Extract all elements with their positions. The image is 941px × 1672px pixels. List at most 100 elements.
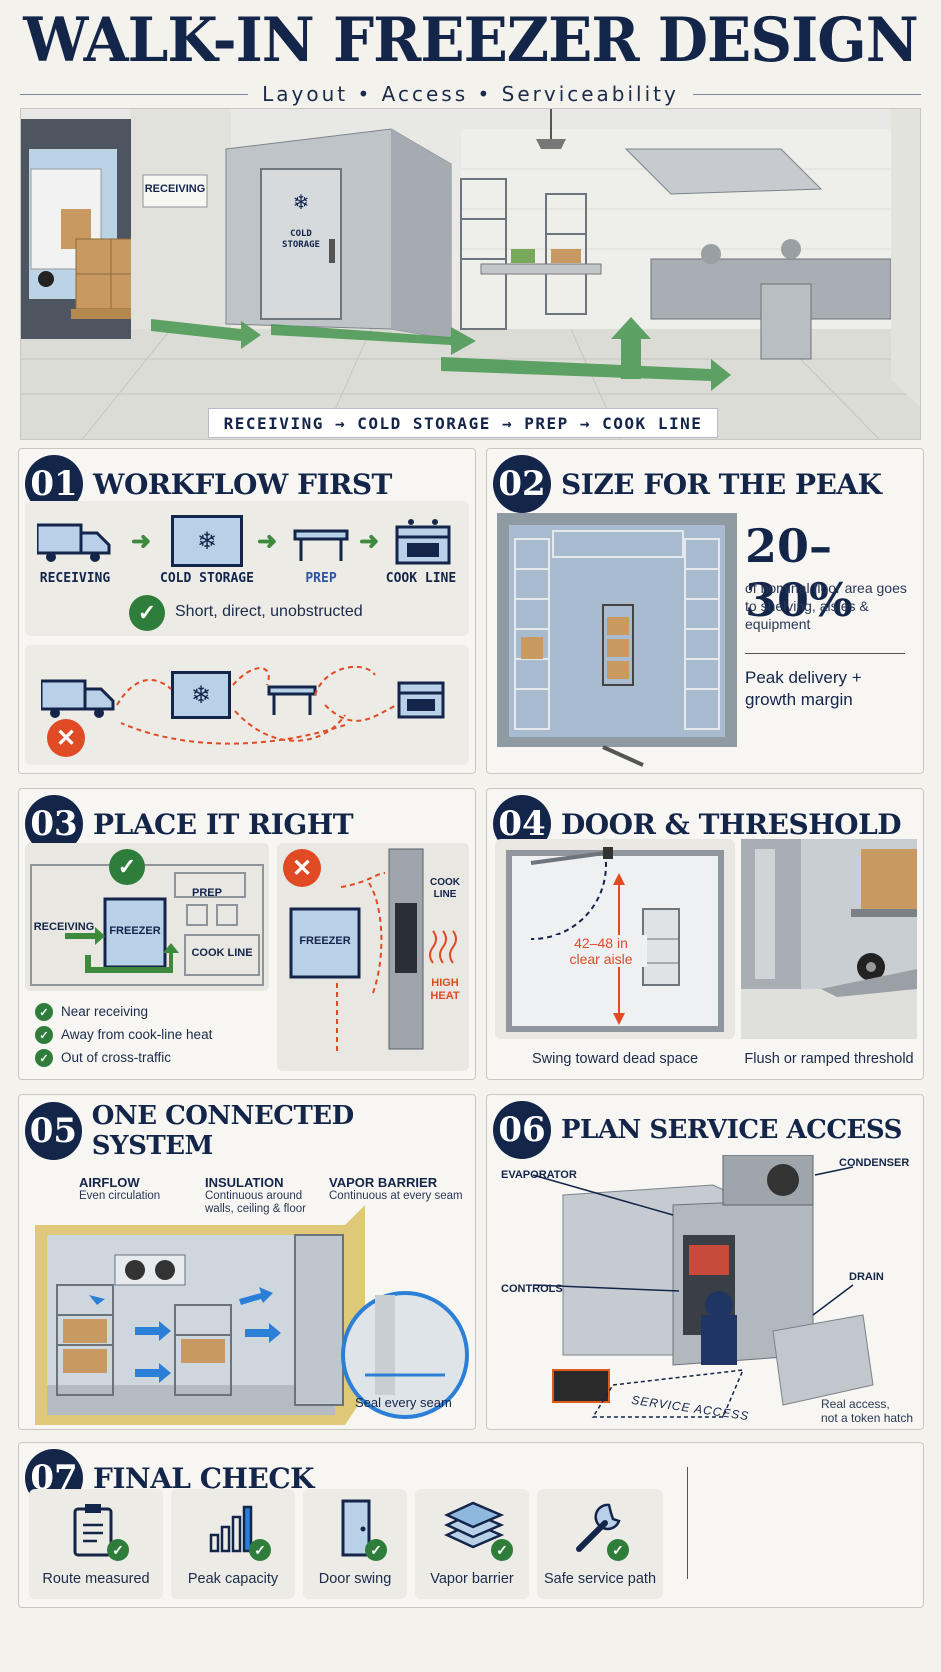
section-header: 02 SIZE FOR THE PEAK [493, 455, 882, 513]
label-cook-line: COOK LINE [191, 947, 253, 959]
label-cook: COOK [430, 877, 460, 888]
section-final-check: 07 FINAL CHECK ✓ Route measured ✓ Peak c… [18, 1442, 924, 1608]
stove-icon [395, 519, 451, 565]
service-access-illustration [532, 1155, 874, 1418]
svg-text:❄: ❄ [293, 190, 310, 214]
check-item-label: Peak capacity [187, 1571, 279, 1587]
check-item-door: ✓ Door swing [303, 1489, 407, 1599]
check-icon: ✓ [365, 1539, 387, 1561]
section-header: 01 WORKFLOW FIRST [25, 455, 392, 513]
condenser-label: CONDENSER [839, 1157, 910, 1169]
section-title: DOOR & THRESHOLD [561, 807, 902, 841]
bad-placement-plan: ✕ FREEZER COOK LINE HIGH HEAT [277, 843, 469, 1071]
seal-caption: Seal every seam [355, 1395, 452, 1410]
label-heat: HEAT [430, 990, 460, 1002]
check-item-label: Vapor barrier [430, 1571, 514, 1587]
receiving-sign: RECEIVING [144, 183, 206, 195]
check-icon: ✓ [107, 1539, 129, 1561]
section-service: 06 PLAN SERVICE ACCESS EVAPORATOR CONDEN… [486, 1094, 924, 1430]
service-note-2: not a token hatch [821, 1411, 914, 1425]
label-prep: PREP [192, 887, 222, 899]
section-title: PLACE IT RIGHT [93, 807, 354, 841]
tangled-route-arrows [116, 665, 398, 745]
section-title: ONE CONNECTED SYSTEM [91, 1101, 354, 1161]
section-title: PLAN SERVICE ACCESS [561, 1115, 902, 1145]
check-item-label: Door swing [318, 1571, 392, 1587]
workflow-banner: RECEIVING → COLD STORAGE → PREP → COOK L… [208, 408, 718, 438]
good-placement-plan: ✓ RECEIVING FREEZER PREP COOK LINE [25, 843, 269, 991]
vapor-barrier-description: Continuous at every seam [329, 1190, 463, 1202]
controls-label: CONTROLS [501, 1283, 563, 1295]
check-icon: ✓ [35, 1003, 53, 1021]
service-note-1: Real access, [821, 1397, 890, 1411]
bar-chart-icon [209, 1505, 253, 1553]
check-item-capacity: ✓ Peak capacity [171, 1489, 295, 1599]
section-workflow: 01 WORKFLOW FIRST ➜ ❄ ➜ ➜ RECEIVING COLD… [18, 448, 476, 774]
check-icon: ✓ [35, 1049, 53, 1067]
check-near-receiving: Near receiving [61, 1004, 149, 1019]
stove-icon [397, 681, 445, 719]
section-header: 06 PLAN SERVICE ACCESS [493, 1101, 902, 1159]
label-line: LINE [433, 889, 457, 900]
truck-icon [37, 523, 111, 562]
page-title: WALK-IN FREEZER DESIGN [23, 4, 919, 76]
check-icon: ✓ [249, 1539, 271, 1561]
caption-door-swing: Swing toward dead space [531, 1051, 699, 1067]
step-cook-line: COOK LINE [385, 571, 457, 586]
section-system: 05 ONE CONNECTED SYSTEM AIRFLOW Even cir… [18, 1094, 476, 1430]
drain-label: DRAIN [849, 1271, 884, 1283]
arrow-right-icon: ➜ [359, 528, 380, 555]
good-plan-drawing [30, 864, 264, 986]
stat-value: 20–30% [745, 519, 853, 627]
section-door: 04 DOOR & THRESHOLD 42–48 in clear aisle… [486, 788, 924, 1080]
kitchen-scene: ❄ [21, 109, 920, 439]
section-header: 05 ONE CONNECTED SYSTEM [25, 1101, 475, 1161]
hero-kitchen-illustration: ❄ RECEIVING COLD STORAGE [20, 108, 921, 440]
check-icon: ✓ [491, 1539, 513, 1561]
label-high: HIGH [431, 977, 459, 989]
good-workflow-caption: Short, direct, unobstructed [175, 603, 363, 620]
x-icon: ✕ [47, 719, 85, 757]
prep-table-icon [267, 685, 317, 715]
clipboard-icon [73, 1504, 113, 1557]
check-item-vapor: ✓ Vapor barrier [415, 1489, 529, 1599]
threshold-illustration [741, 839, 917, 1039]
page-subtitle: Layout • Access • Serviceability [262, 82, 679, 106]
layers-icon [444, 1501, 505, 1549]
check-away-heat: Away from cook-line heat [61, 1027, 213, 1042]
label-freezer: FREEZER [109, 925, 161, 937]
check-item-route: ✓ Route measured [29, 1489, 163, 1599]
x-icon: ✕ [283, 849, 321, 887]
label-freezer: FREEZER [299, 935, 351, 947]
section-number: 06 [493, 1101, 551, 1159]
insulation-description: Continuous around walls, ceiling & floor [205, 1190, 306, 1215]
door-icon [341, 1499, 371, 1557]
section-title: SIZE FOR THE PEAK [561, 467, 882, 501]
evaporator-label: EVAPORATOR [501, 1169, 577, 1181]
aisle-width: 42–48 in [555, 935, 647, 951]
check-icon: ✓ [607, 1539, 629, 1561]
check-item-label: Safe service path [543, 1571, 657, 1587]
step-receiving: RECEIVING [39, 571, 111, 586]
section-number: 05 [25, 1102, 82, 1160]
section-number: 02 [493, 455, 551, 513]
check-icon: ✓ [35, 1026, 53, 1044]
check-icon: ✓ [129, 595, 165, 631]
caption-threshold: Flush or ramped threshold [744, 1051, 914, 1067]
check-item-service: ✓ Safe service path [537, 1489, 663, 1599]
freezer-cutaway [35, 1205, 469, 1425]
prep-table-icon [293, 529, 349, 561]
freezer-door-label-2: STORAGE [282, 240, 320, 250]
divider [20, 93, 249, 95]
freezer-door-label-1: COLD [290, 229, 312, 239]
step-cold-storage: COLD STORAGE [160, 571, 254, 586]
subtitle-row: Layout • Access • Serviceability [20, 82, 922, 106]
check-item-label: Route measured [42, 1571, 150, 1587]
section-title: WORKFLOW FIRST [93, 467, 392, 501]
arrow-right-icon: ➜ [131, 528, 152, 555]
airflow-label: AIRFLOW [79, 1175, 140, 1190]
freezer-snowflake-icon: ❄ [171, 515, 243, 567]
freezer-floor-plan [497, 513, 737, 767]
peak-note: Peak delivery + growth margin [745, 668, 862, 709]
door-swing-plan: 42–48 in clear aisle [495, 839, 735, 1039]
